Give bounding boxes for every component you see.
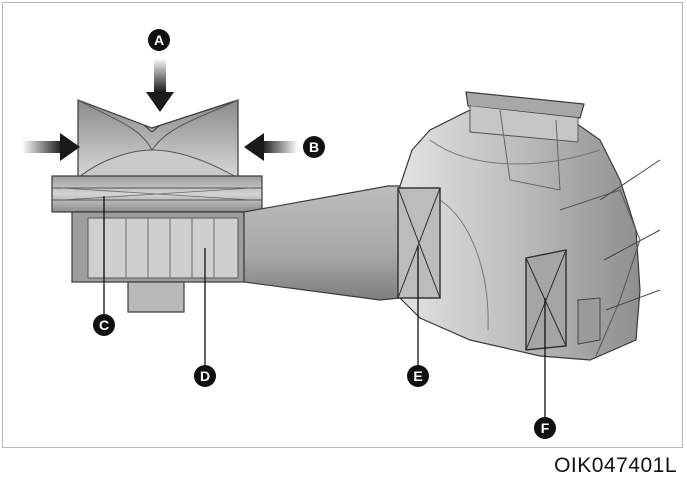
svg-text:D: D	[200, 368, 210, 384]
callout-c: C	[93, 314, 115, 336]
airflow-arrow-top	[146, 58, 174, 112]
airflow-arrow-right	[244, 133, 298, 161]
leader-lines	[103, 196, 546, 424]
callout-e: E	[407, 365, 429, 387]
airflow-arrow-left	[22, 133, 80, 161]
callout-a: A	[148, 29, 170, 51]
blower-fan	[71, 211, 245, 313]
svg-text:F: F	[541, 420, 550, 436]
callout-d: D	[194, 365, 216, 387]
evaporator-core	[397, 187, 441, 299]
air-duct	[243, 185, 401, 301]
heater-core	[525, 249, 567, 351]
intake-box	[77, 99, 239, 179]
svg-text:E: E	[413, 368, 422, 384]
svg-text:C: C	[99, 317, 109, 333]
figure-code: OIK047401L	[554, 454, 677, 477]
svg-text:A: A	[154, 32, 164, 48]
callout-f: F	[534, 417, 556, 439]
figure-frame	[2, 2, 683, 448]
svg-text:B: B	[309, 139, 319, 155]
hvac-housing	[399, 91, 661, 361]
filter-housing	[51, 175, 263, 213]
callout-b: B	[303, 136, 325, 158]
